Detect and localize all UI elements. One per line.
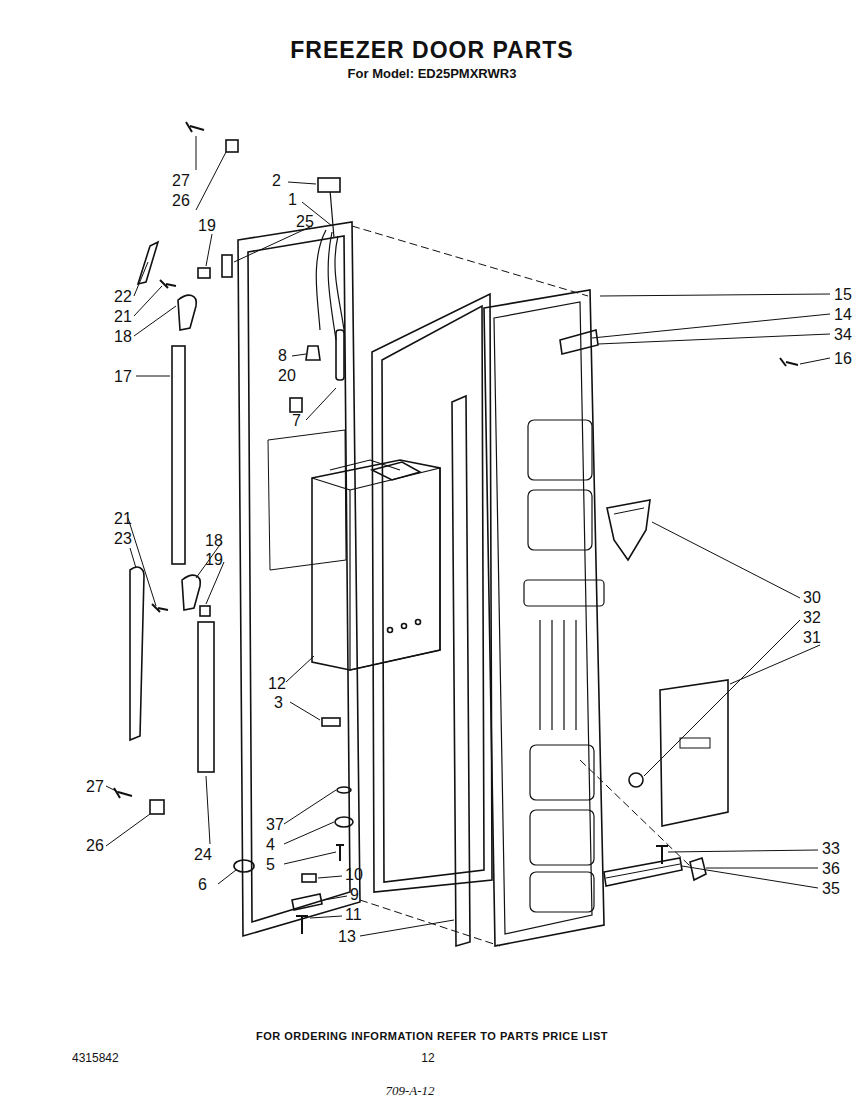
diagram-title: FREEZER DOOR PARTS	[290, 38, 573, 63]
callout-number: 13	[338, 928, 356, 946]
callout-number: 3	[274, 694, 283, 712]
alignment-lines	[352, 226, 690, 946]
footer-text: 12	[421, 1052, 434, 1065]
callout-number: 24	[194, 846, 212, 864]
callout-number: 18	[205, 532, 223, 550]
callout-number: 20	[278, 367, 296, 385]
callout-number: 5	[266, 856, 275, 874]
callout-number: 18	[114, 328, 132, 346]
door-parts	[114, 122, 798, 946]
callout-number: 8	[278, 347, 287, 365]
callout-number: 36	[822, 860, 840, 878]
callout-number: 25	[296, 213, 314, 231]
callout-number: 26	[172, 192, 190, 210]
callout-number: 27	[172, 172, 190, 190]
callout-number: 26	[86, 837, 104, 855]
model-subtitle: For Model: ED25PMXRWR3	[348, 67, 517, 81]
callout-number: 34	[834, 326, 852, 344]
callout-number: 21	[114, 510, 132, 528]
callout-number: 10	[345, 866, 363, 884]
callout-number: 37	[266, 816, 284, 834]
callout-number: 27	[86, 778, 104, 796]
callout-number: 35	[822, 880, 840, 898]
callout-number: 12	[268, 675, 286, 693]
callout-number: 2	[272, 172, 281, 190]
callout-number: 11	[345, 906, 362, 924]
callout-number: 9	[350, 886, 359, 904]
footer-text: 4315842	[72, 1052, 119, 1065]
callout-number: 19	[205, 551, 223, 569]
callout-number: 19	[198, 217, 216, 235]
callout-number: 15	[834, 286, 852, 304]
leader-lines	[106, 136, 830, 936]
footer-text: FOR ORDERING INFORMATION REFER TO PARTS …	[256, 1030, 608, 1042]
callout-number: 22	[114, 288, 132, 306]
callout-number: 14	[834, 306, 852, 324]
callout-number: 32	[803, 609, 821, 627]
callout-number: 6	[198, 876, 207, 894]
callout-number: 33	[822, 840, 840, 858]
callout-number: 30	[803, 589, 821, 607]
callout-number: 4	[266, 836, 275, 854]
callout-number: 21	[114, 308, 132, 326]
callout-number: 31	[803, 629, 821, 647]
footer-text: 709-A-12	[385, 1084, 434, 1098]
callout-number: 16	[834, 350, 852, 368]
callout-number: 23	[114, 530, 132, 548]
callout-number: 7	[292, 412, 301, 430]
callout-number: 17	[114, 368, 132, 386]
callout-number: 1	[288, 191, 297, 209]
